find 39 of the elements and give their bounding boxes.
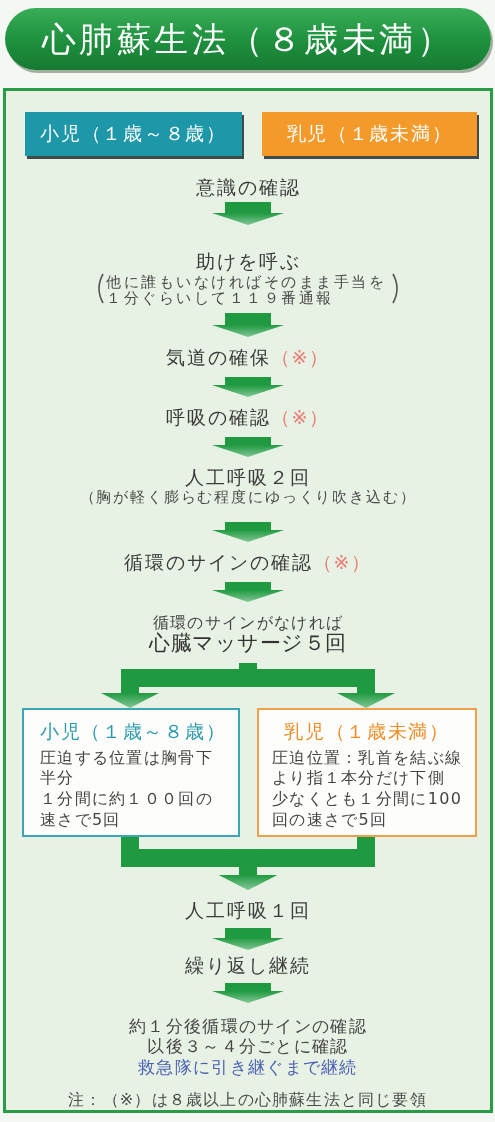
step-label: 気道の確保	[165, 346, 271, 368]
step-note: 以後３～４分ごとに確認	[147, 1037, 349, 1057]
step-note: （胸が軽く膨らむ程度にゆっくり吹き込む）	[79, 488, 417, 506]
step-note: 他に誰もいなければそのまま手当を１分ぐらいして１１９番通報	[106, 275, 387, 306]
arrow	[212, 983, 284, 1003]
info-box	[257, 708, 477, 837]
box-heading: 乳児（１歳未満）	[284, 721, 450, 742]
arrow	[212, 582, 284, 602]
arrow	[212, 202, 284, 225]
title-banner: 心肺蘇生法（８歳未満）	[5, 8, 491, 70]
step-note: 救急隊に引き継ぐまで継続	[138, 1057, 358, 1077]
box-text: １分間に約１００回の速さで5回	[40, 789, 214, 831]
arrow	[212, 313, 284, 337]
box-text: 圧迫位置：乳首を結ぶ線より指１本分だけ下側	[272, 747, 464, 789]
step-label: 循環のサインの確認	[123, 551, 313, 573]
arrow	[212, 377, 284, 397]
arrow	[212, 522, 284, 542]
step-label: 心臓マッサージ５回	[149, 631, 347, 655]
reference-mark: （※）	[270, 346, 331, 368]
footnote: 注：（※）は８歳以上の心肺蘇生法と同じ要領	[68, 1090, 427, 1109]
step-label: 助けを呼ぶ	[195, 250, 301, 272]
arrow	[212, 928, 284, 950]
info-box	[22, 708, 240, 837]
box-text: 圧迫する位置は胸骨下半分	[40, 747, 214, 789]
reference-mark: （※）	[312, 551, 373, 573]
arrow	[212, 437, 284, 457]
box-text: 少なくとも１分間に100回の速さで5回	[272, 789, 464, 831]
step-note: 循環のサインがなければ	[152, 612, 344, 632]
step-label: 繰り返し継続	[185, 954, 311, 976]
legend-key: 乳児（１歳未満）	[262, 112, 477, 156]
reference-mark: （※）	[270, 406, 331, 428]
step-label: 人工呼吸１回	[185, 899, 311, 921]
step-note: 約１分後循環のサインの確認	[129, 1016, 367, 1036]
box-heading: 小児（１歳～８歳）	[40, 721, 227, 742]
step-label: 意識の確認	[195, 176, 301, 198]
step-label: 人工呼吸２回	[185, 466, 311, 488]
arrow	[219, 837, 375, 890]
legend-key: 小児（１歳～８歳）	[25, 112, 242, 156]
step-label: 呼吸の確認	[165, 406, 271, 428]
